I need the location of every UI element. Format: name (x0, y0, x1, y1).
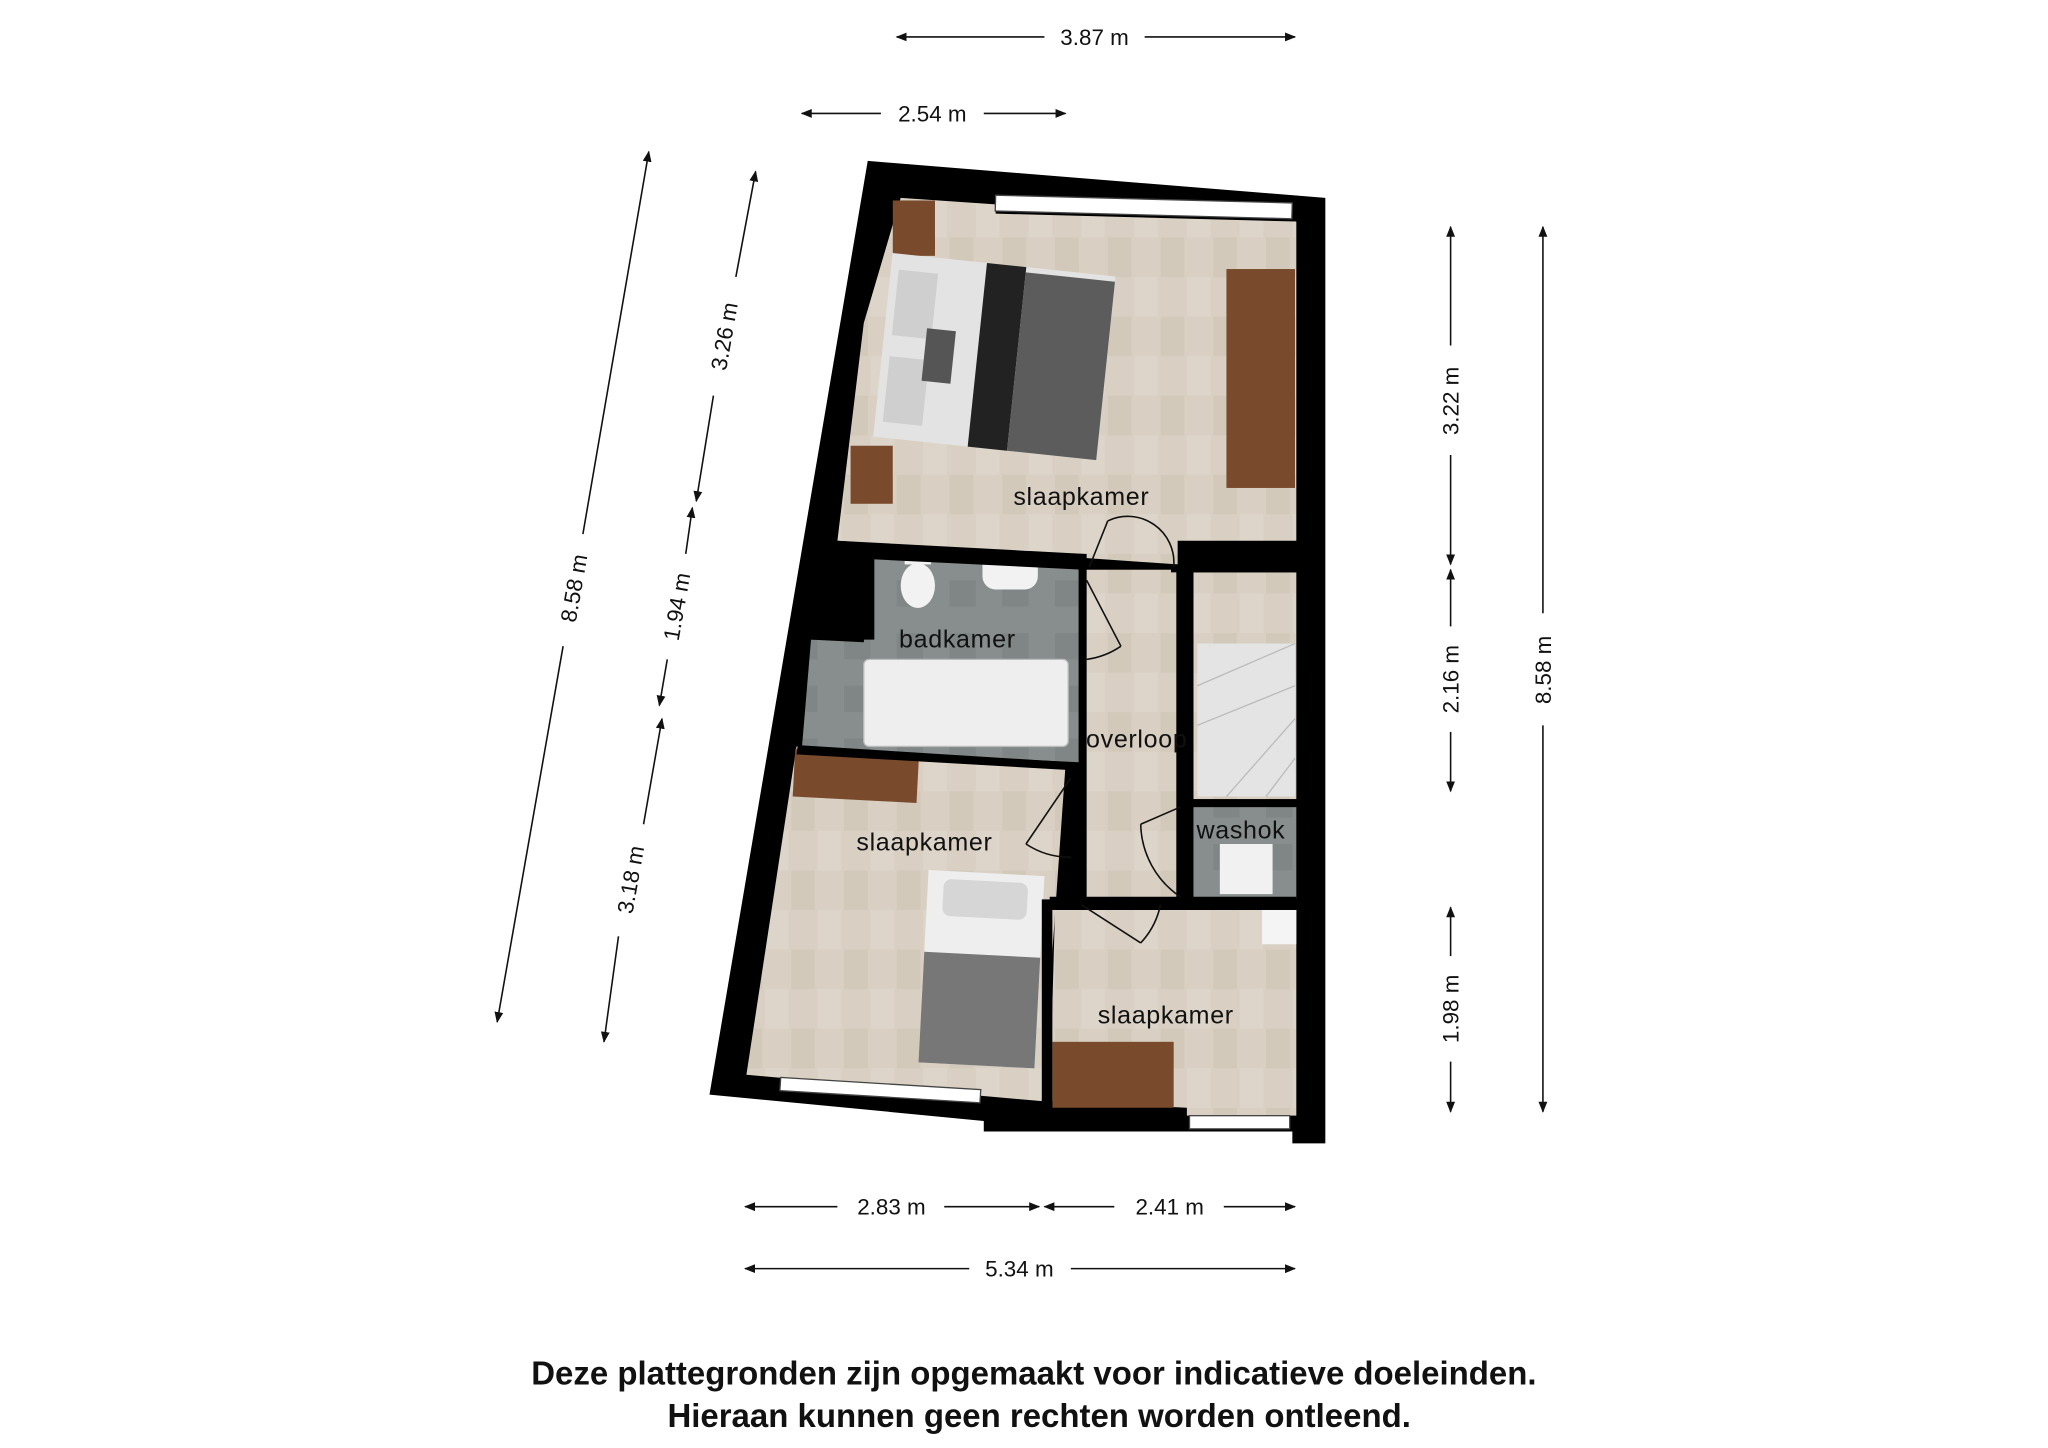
dim-bottom-left: 2.83 m (857, 1195, 926, 1220)
dim-right-overall: 8.58 m (1531, 636, 1556, 705)
disclaimer-line-1: Deze plattegronden zijn opgemaakt voor i… (531, 1355, 1536, 1392)
dim-top-partial: 2.54 m (898, 101, 967, 126)
disclaimer-line-2: Hieraan kunnen geen rechten worden ontle… (667, 1397, 1410, 1434)
dim-right-segment-1: 3.22 m (1439, 367, 1464, 436)
door-swings (1025, 515, 1181, 944)
dim-top-overall: 3.87 m (1060, 25, 1129, 50)
interior-walls (796, 540, 1297, 1108)
room-label-landing: overloop (1086, 726, 1187, 754)
dim-left-segment-1: 3.26 m (706, 300, 743, 372)
dim-bottom-overall: 5.34 m (985, 1257, 1053, 1282)
nightstand (850, 445, 893, 504)
dimension-lines (494, 32, 1548, 1274)
dim-right-segment-2: 2.16 m (1439, 645, 1464, 714)
dim-left-segment-2: 1.94 m (659, 571, 696, 643)
nightstand (892, 200, 935, 256)
room-label-bedroom-2: slaapkamer (856, 829, 992, 857)
room-label-bedroom-3: slaapkamer (1098, 1001, 1234, 1029)
cabinet (1262, 909, 1297, 945)
desk (792, 749, 919, 803)
desk (1052, 1041, 1174, 1108)
dim-bottom-right: 2.41 m (1135, 1195, 1204, 1220)
double-bed (873, 253, 1116, 461)
bathtub (863, 658, 1069, 748)
wardrobe (1226, 269, 1296, 488)
room-landing-floor (1084, 569, 1177, 900)
window-bottom-left (779, 1076, 982, 1104)
window-bottom-right (1188, 1115, 1291, 1130)
dim-left-segment-3: 3.18 m (613, 844, 650, 916)
single-bed (918, 870, 1045, 1069)
room-label-laundry: washok (1195, 817, 1285, 845)
dim-left-overall: 8.58 m (556, 552, 593, 624)
room-label-bathroom: badkamer (899, 626, 1016, 654)
dim-right-segment-3: 1.98 m (1439, 975, 1464, 1044)
room-label-master-bedroom: slaapkamer (1013, 483, 1149, 511)
window-top (994, 194, 1293, 220)
staircase (1197, 642, 1296, 797)
washing-machine (1219, 844, 1273, 895)
